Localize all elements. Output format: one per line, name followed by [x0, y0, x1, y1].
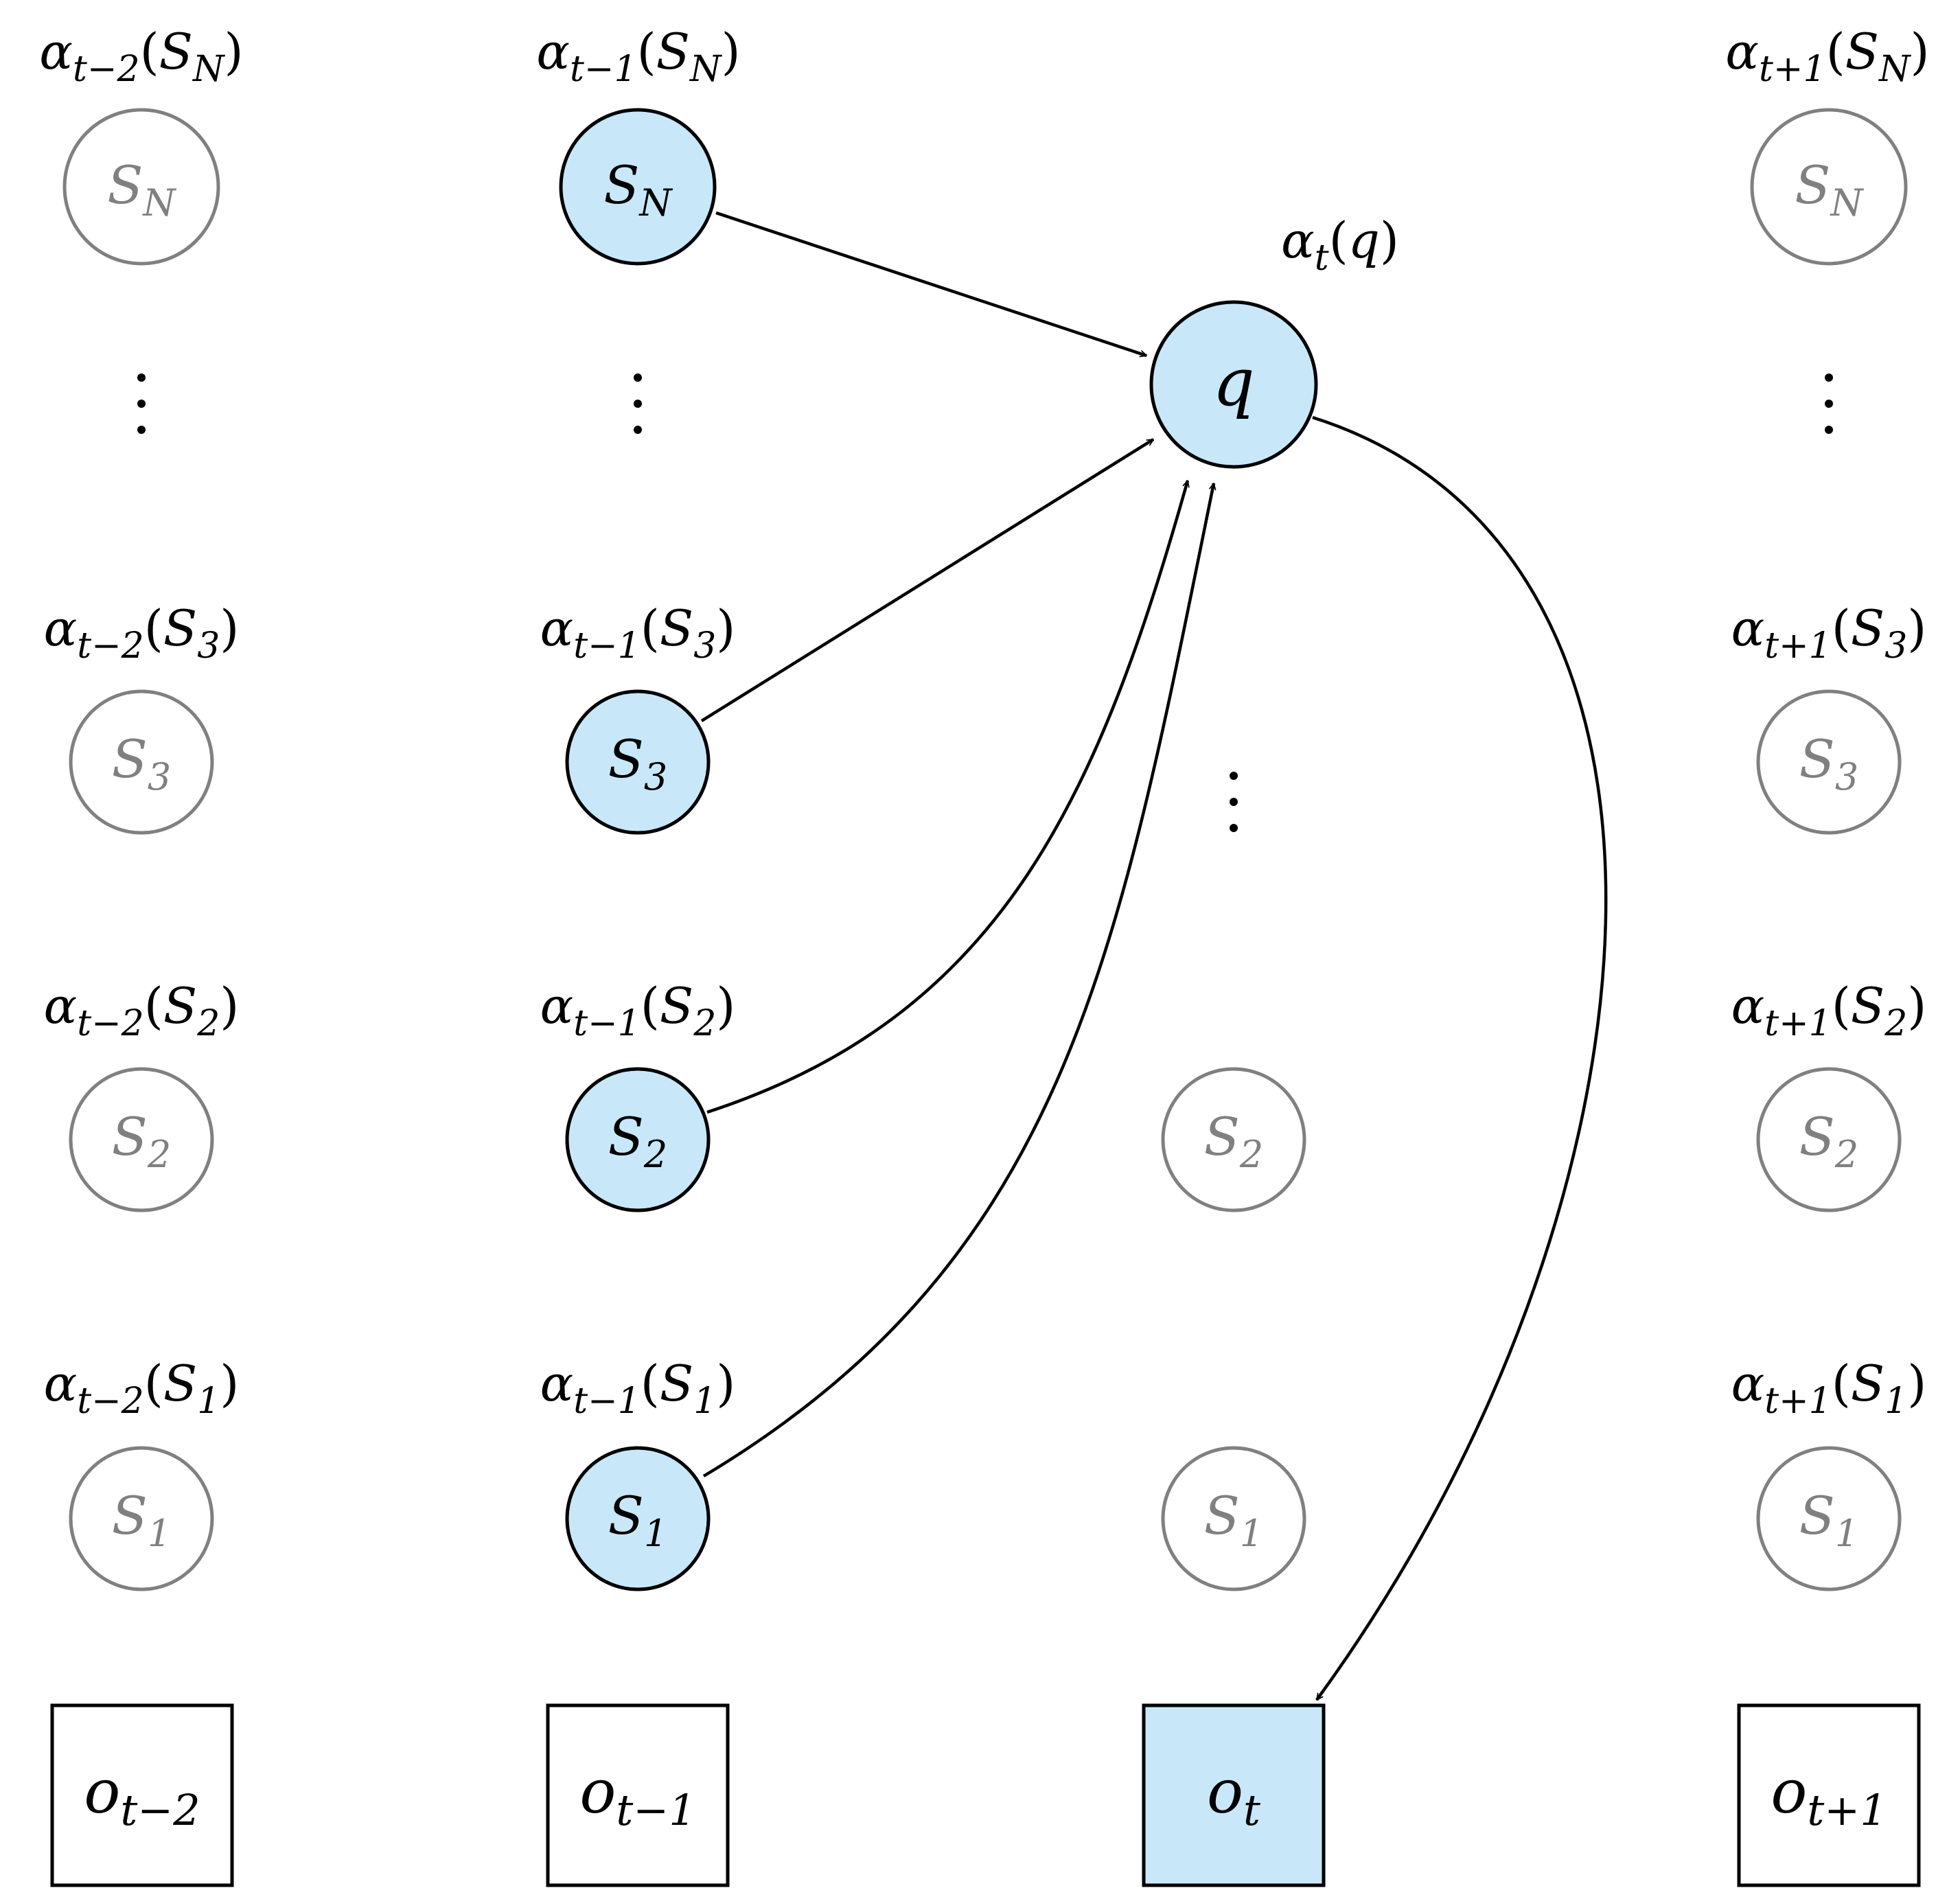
alpha-label: αt+1(S1)	[1731, 1355, 1927, 1422]
vertical-ellipsis	[1825, 373, 1833, 434]
ellipsis-dot	[634, 400, 642, 408]
state-node	[1756, 1067, 1902, 1212]
state-node	[1161, 1446, 1306, 1591]
observation-label: ot	[1207, 1756, 1260, 1835]
state-label: S1	[112, 1485, 171, 1555]
ellipsis-dot	[1230, 798, 1238, 806]
state-node	[69, 689, 214, 835]
alpha-label: αt−1(SN)	[536, 23, 740, 90]
ellipsis-dot	[137, 373, 146, 382]
observation-box	[546, 1703, 730, 1887]
state-label: S1	[1799, 1485, 1858, 1555]
edge-S3-to-q	[700, 438, 1155, 722]
state-node-active	[565, 1446, 711, 1591]
vertical-ellipsis	[1230, 772, 1238, 832]
focus-state-label: q	[1212, 344, 1254, 421]
ellipsis-dot	[1825, 426, 1833, 434]
state-node-focus	[1149, 300, 1318, 469]
ellipsis-dot	[1230, 824, 1238, 832]
alpha-label: αt−2(SN)	[39, 23, 243, 90]
state-label: S3	[1799, 728, 1858, 798]
ellipsis-dot	[1825, 373, 1833, 382]
state-node	[1756, 689, 1902, 835]
state-node-active	[565, 689, 711, 835]
edge-SN-to-q	[715, 211, 1147, 358]
column-t-minus-1: αt−1(SN) SN αt−1(S3) S3 αt−1(S2) S2 αt−1…	[536, 23, 741, 1887]
alpha-label: αt+1(S2)	[1731, 977, 1927, 1044]
observation-box	[50, 1703, 234, 1887]
observation-label: ot+1	[1771, 1756, 1887, 1835]
edge-q-to-ot	[1312, 415, 1608, 1701]
alpha-label: αt−1(S2)	[540, 977, 736, 1044]
observation-label: ot−1	[579, 1756, 695, 1835]
alpha-label: αt−1(S1)	[540, 1355, 736, 1422]
edges	[700, 211, 1608, 1701]
alpha-label: αt−2(S3)	[44, 599, 240, 667]
state-node-active	[565, 1067, 711, 1212]
ellipsis-dot	[137, 426, 146, 434]
ellipsis-dot	[1825, 400, 1833, 408]
ellipsis-dot	[634, 426, 642, 434]
edge-S2-to-q	[706, 480, 1190, 1114]
edge-S1-to-q	[702, 483, 1217, 1477]
state-label: S3	[608, 728, 667, 798]
state-label: S3	[112, 728, 171, 798]
state-node	[1756, 1446, 1902, 1591]
state-label: SN	[603, 154, 673, 225]
alpha-label: αt+1(SN)	[1725, 23, 1929, 90]
alpha-label: αt−2(S1)	[44, 1355, 240, 1422]
alpha-label: αt−2(S2)	[44, 977, 240, 1044]
vertical-ellipsis	[137, 373, 146, 434]
observation-box-active	[1142, 1703, 1326, 1887]
state-label: S1	[1204, 1485, 1263, 1555]
state-node	[1750, 108, 1908, 266]
column-t-plus-1: αt+1(SN) SN αt+1(S3) S3 αt+1(S2) S2 αt+1…	[1725, 23, 1930, 1887]
state-label: S1	[608, 1485, 667, 1555]
vertical-ellipsis	[634, 373, 642, 434]
ellipsis-dot	[1230, 772, 1238, 780]
ellipsis-dot	[634, 373, 642, 382]
state-node	[69, 1067, 214, 1212]
state-node-active	[559, 108, 717, 266]
state-label: S2	[1799, 1106, 1858, 1176]
state-node	[69, 1446, 214, 1591]
state-label: S2	[608, 1106, 667, 1176]
state-label: SN	[107, 154, 176, 225]
observation-box	[1737, 1703, 1921, 1887]
column-t-minus-2: αt−2(SN) SN αt−2(S3) S3 αt−2(S2) S2 αt−2…	[39, 23, 244, 1887]
state-label: S2	[112, 1106, 171, 1176]
state-label: SN	[1795, 154, 1864, 225]
state-label: S2	[1204, 1106, 1263, 1176]
alpha-label: αt(q)	[1281, 211, 1399, 279]
column-t: αt(q) q S2 S1 ot	[1142, 211, 1399, 1887]
alpha-label: αt−1(S3)	[540, 599, 736, 667]
state-node	[1161, 1067, 1306, 1212]
alpha-label: αt+1(S3)	[1731, 599, 1927, 667]
state-node	[62, 108, 220, 266]
ellipsis-dot	[137, 400, 146, 408]
observation-label: ot−2	[84, 1756, 200, 1835]
